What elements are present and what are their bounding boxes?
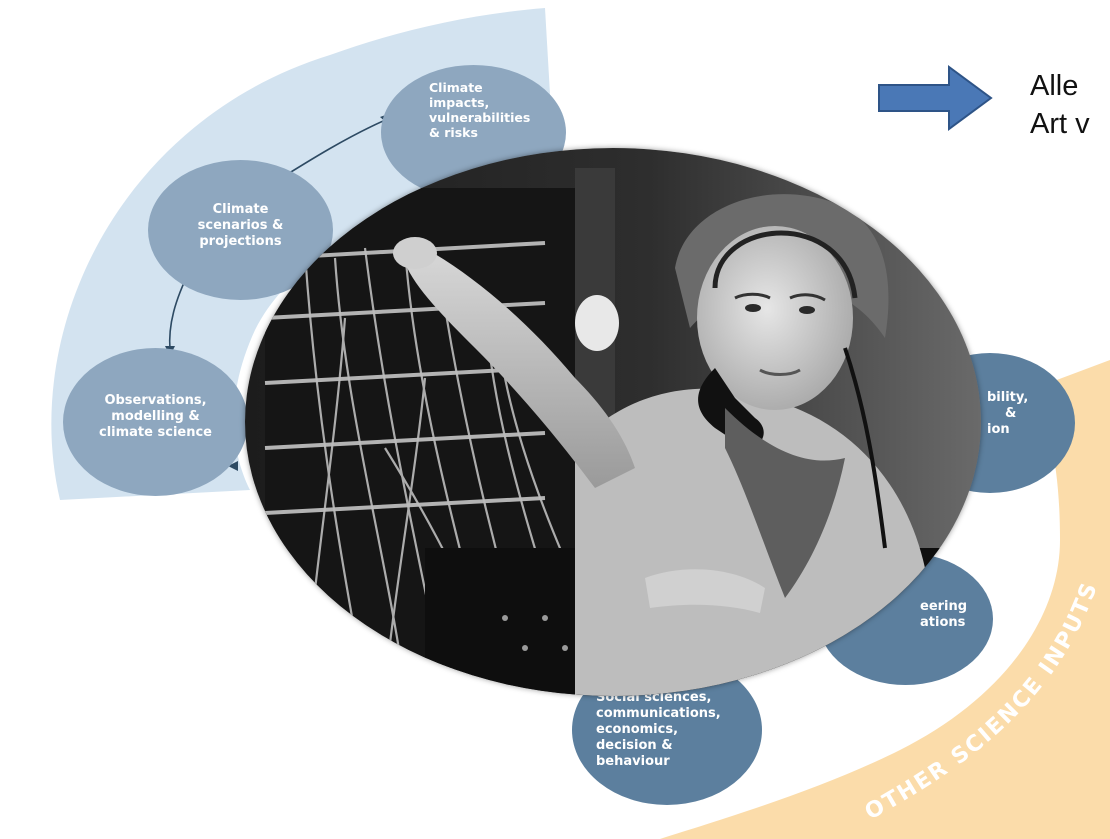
other-science-band <box>660 360 1110 839</box>
scenarios-line-2: scenarios & <box>197 218 284 233</box>
social-line-4: decision & <box>596 738 673 753</box>
impacts-line-2: impacts, <box>429 95 490 110</box>
impacts-line-1: Climate <box>429 80 483 95</box>
slide-text-line-1: Alle <box>1030 70 1079 102</box>
engineering-line-2: ations <box>920 615 966 630</box>
scenarios-line-1: Climate <box>212 202 269 217</box>
switchboard-operator-photo <box>245 148 981 696</box>
node-observations: Observations, modelling & climate scienc… <box>63 348 248 496</box>
engineering-line-1: eering <box>920 599 968 614</box>
adaptability-line-3: ion <box>987 422 1010 437</box>
impacts-line-4: & risks <box>429 125 478 140</box>
impacts-line-3: vulnerabilities <box>429 110 531 125</box>
right-arrow-icon <box>878 65 993 131</box>
social-line-3: economics, <box>596 722 679 737</box>
adaptability-line-2: & <box>1005 406 1017 421</box>
scenarios-line-3: projections <box>199 234 282 249</box>
adaptability-line-1: bility, <box>987 390 1029 405</box>
social-line-2: communications, <box>596 706 721 721</box>
observations-line-3: climate science <box>99 425 212 440</box>
observations-line-1: Observations, <box>104 393 207 408</box>
arrowhead-observations-left <box>228 461 238 471</box>
social-line-5: behaviour <box>596 754 670 769</box>
slide-text-line-2: Art v <box>1030 108 1090 140</box>
observations-line-2: modelling & <box>111 409 200 424</box>
photo-illustration <box>245 148 981 696</box>
